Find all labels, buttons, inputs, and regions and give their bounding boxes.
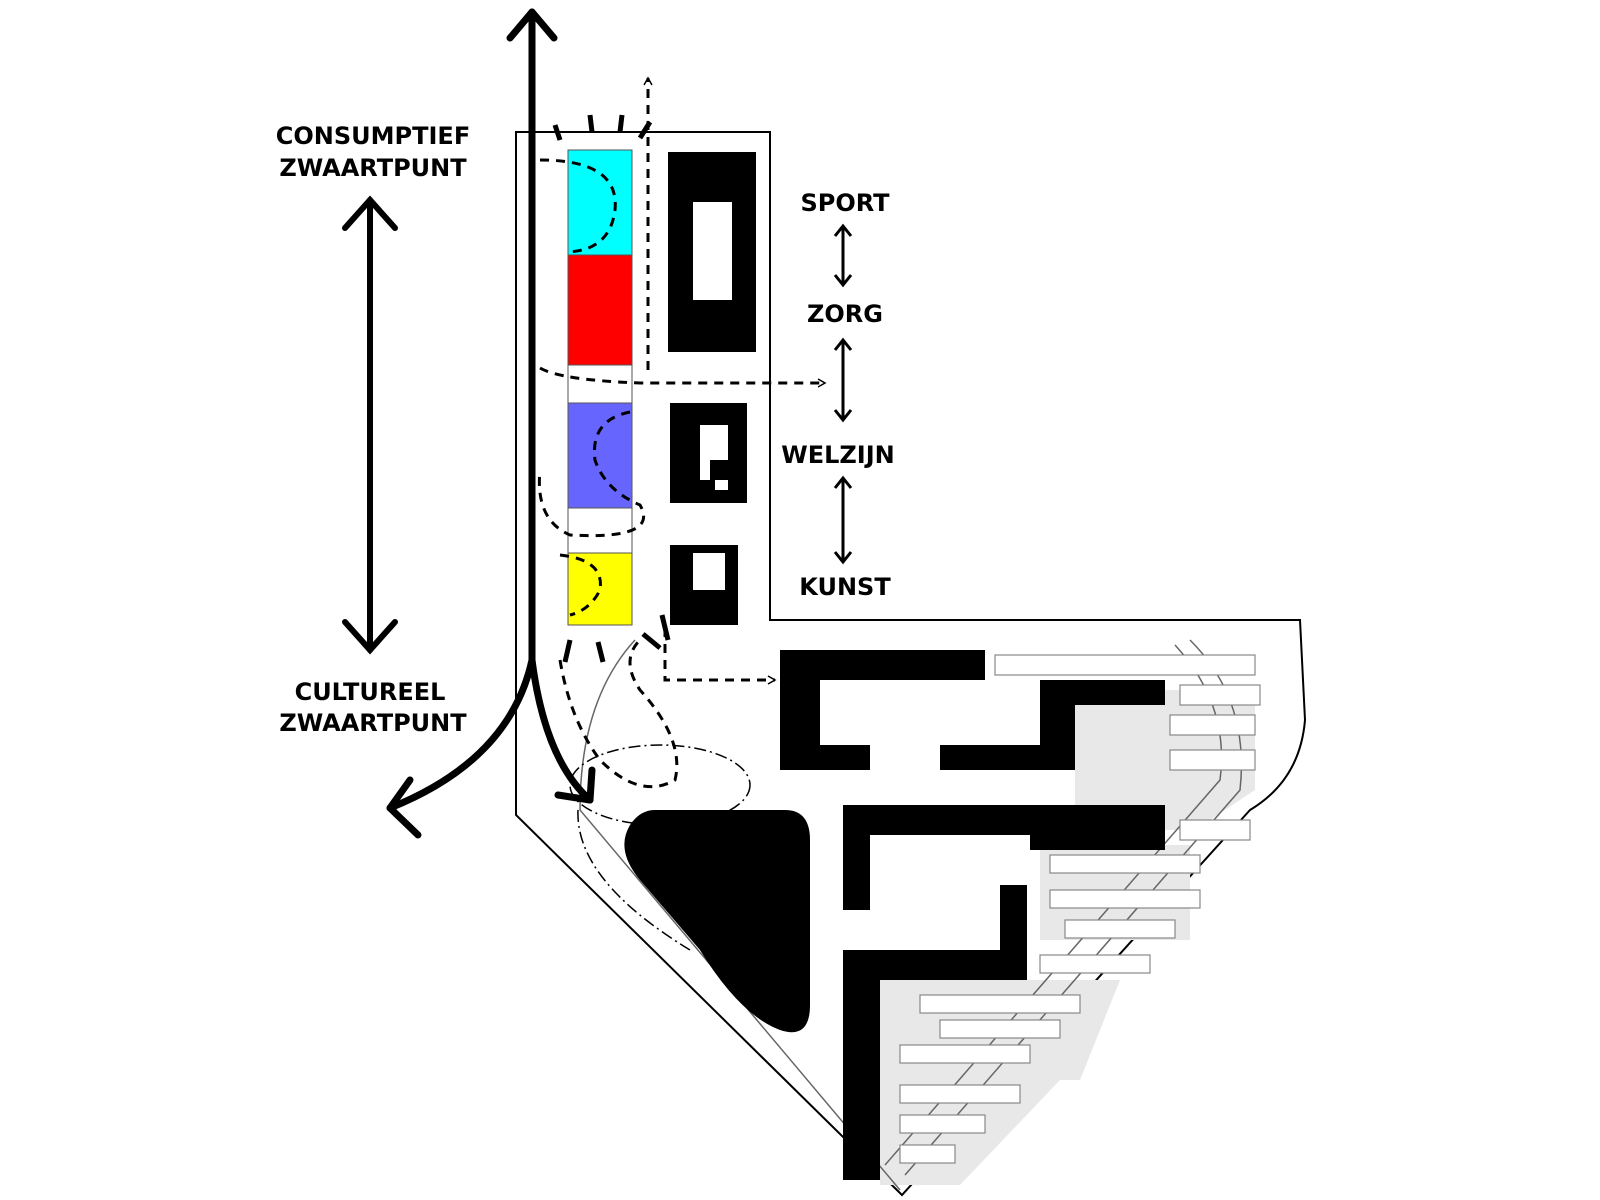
label-welzijn: WELZIJN	[781, 441, 895, 469]
welzijn-block	[567, 402, 633, 509]
parking-rows	[899, 654, 1261, 1164]
building-east-upper	[780, 650, 1165, 770]
dashdot-curve	[577, 809, 691, 951]
building-east-lower	[843, 885, 1027, 1180]
building-kunst	[670, 545, 738, 625]
labels: CONSUMPTIEF ZWAARTPUNT CULTUREEL ZWAARTP…	[276, 122, 895, 737]
building-welzijn	[670, 403, 747, 503]
dashed-flows	[537, 76, 827, 789]
double-arrow-icon	[342, 195, 398, 655]
label-consumptief-2: ZWAARTPUNT	[279, 154, 467, 182]
small-double-arrows	[833, 223, 853, 565]
dashdot-ellipse	[569, 744, 751, 826]
main-route	[386, 8, 596, 839]
building-sport-zorg	[668, 152, 756, 352]
gap-block-2	[567, 507, 633, 554]
radial-dashes-top	[552, 114, 653, 141]
zorg-block	[567, 254, 633, 366]
radial-dashes-bottom	[562, 614, 671, 663]
building-rounded-triangle	[624, 810, 810, 1033]
label-zorg: ZORG	[807, 300, 883, 328]
gap-block	[567, 364, 633, 404]
building-east-middle	[843, 805, 1165, 910]
sport-block	[567, 149, 633, 256]
buildings	[624, 152, 1165, 1180]
label-cultureel-1: CULTUREEL	[295, 678, 446, 706]
kunst-block	[567, 552, 633, 626]
label-kunst: KUNST	[799, 573, 891, 601]
programme-strip	[567, 149, 633, 626]
label-consumptief-1: CONSUMPTIEF	[276, 122, 470, 150]
label-sport: SPORT	[800, 189, 890, 217]
label-cultureel-2: ZWAARTPUNT	[279, 709, 467, 737]
